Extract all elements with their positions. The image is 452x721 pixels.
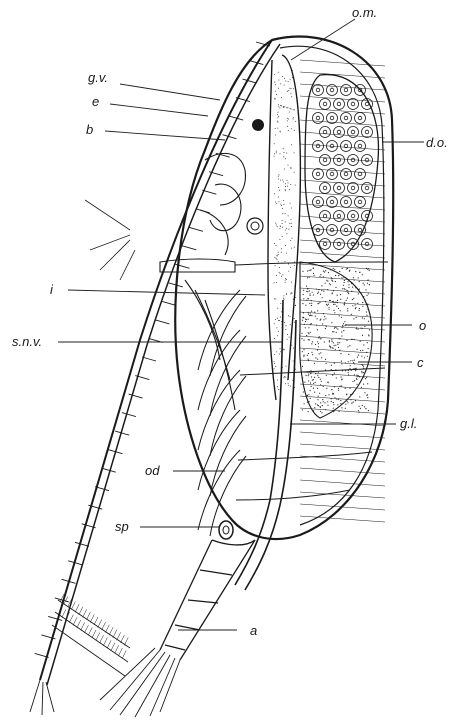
urosome <box>160 540 255 660</box>
label-a: a <box>250 623 257 638</box>
label-od: od <box>145 463 160 478</box>
label-c: c <box>417 355 424 370</box>
label-sp: sp <box>115 519 129 534</box>
caudal-setae <box>100 648 180 717</box>
antennule <box>40 40 272 680</box>
body-outline <box>175 37 393 539</box>
spermatophore <box>219 521 233 539</box>
label-snv: s.n.v. <box>12 334 42 349</box>
label-gv: g.v. <box>88 70 108 85</box>
ovary-outline <box>300 262 372 418</box>
label-gl: g.l. <box>400 416 417 431</box>
leader-gv <box>120 84 220 100</box>
label-e: e <box>92 94 99 109</box>
oil-sac-cells <box>313 85 373 250</box>
leader-om <box>291 19 355 60</box>
label-i: i <box>50 282 54 297</box>
leader-i <box>68 290 265 295</box>
label-om: o.m. <box>352 5 377 20</box>
eye <box>252 119 264 131</box>
leader-b <box>105 131 225 140</box>
label-do: d.o. <box>426 135 448 150</box>
leader-e <box>110 104 208 116</box>
label-o: o <box>419 318 426 333</box>
label-b: b <box>86 122 93 137</box>
gut <box>282 55 300 380</box>
